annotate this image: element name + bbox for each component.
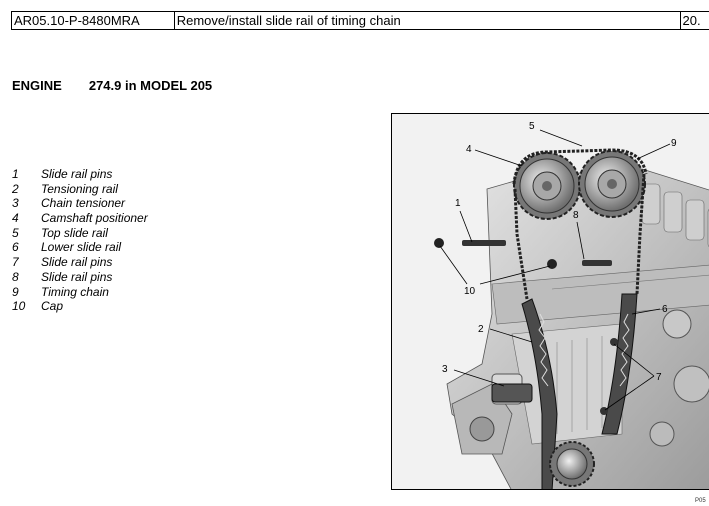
legend-item: 1 Slide rail pins	[12, 167, 148, 182]
timing-chain-top	[512, 148, 648, 185]
legend-number: 4	[12, 211, 19, 226]
callout-10: 10	[464, 286, 476, 297]
document-title: Remove/install slide rail of timing chai…	[175, 12, 681, 29]
legend-item: 8 Slide rail pins	[12, 270, 148, 285]
engine-line: ENGINE 274.9 in MODEL 205	[12, 78, 212, 93]
legend-item: 7 Slide rail pins	[12, 255, 148, 270]
legend-text: Slide rail pins	[41, 269, 113, 284]
callout-2: 2	[478, 324, 484, 335]
legend-number: 2	[12, 181, 19, 196]
legend-number: 3	[12, 196, 19, 211]
legend-text: Slide rail pins	[41, 255, 113, 270]
chain-tensioner	[491, 383, 533, 403]
legend-item: 3 Chain tensioner	[12, 196, 148, 211]
callout-6: 6	[662, 304, 668, 315]
camshaft-sprockets	[513, 150, 646, 220]
callout-4: 4	[466, 144, 472, 155]
legend-text: Cap	[41, 299, 64, 314]
engine-illustration: 5 4 9 1 8 10 2 6 3 7	[391, 113, 709, 490]
legend-text: Lower slide rail	[41, 240, 122, 255]
document-date: 20.	[682, 13, 701, 28]
legend-text: Camshaft positioner	[41, 211, 148, 226]
legend-text: Slide rail pins	[41, 167, 113, 181]
legend-item: 9 Timing chain	[12, 285, 148, 300]
legend-text: Timing chain	[41, 284, 109, 299]
callout-9: 9	[671, 138, 677, 149]
engine-drawing: 5 4 9 1 8 10 2 6 3 7	[434, 121, 709, 489]
callout-7: 7	[656, 372, 662, 383]
legend-text: Chain tensioner	[41, 196, 126, 211]
legend-text: Tensioning rail	[41, 181, 118, 196]
legend-number: 7	[12, 255, 19, 270]
legend-item: 2 Tensioning rail	[12, 182, 148, 197]
engine-label: ENGINE	[12, 78, 62, 93]
legend-number: 10	[12, 299, 26, 314]
header-table: AR05.10-P-8480MRA Remove/install slide r…	[11, 11, 709, 30]
legend-item: 6 Lower slide rail	[12, 240, 148, 255]
legend-item: 4 Camshaft positioner	[12, 211, 148, 226]
figure-code: P05	[695, 498, 706, 504]
engine-model: 274.9 in MODEL 205	[88, 78, 213, 93]
figure-callouts: 5 4 9 1 8 10 2 6 3 7	[442, 121, 677, 383]
legend-item: 10 Cap	[12, 299, 148, 314]
legend-number: 5	[12, 225, 19, 240]
legend-number: 6	[12, 240, 19, 255]
legend-number: 9	[12, 284, 19, 299]
legend-text: Top slide rail	[41, 225, 108, 240]
legend-item: 5 Top slide rail	[12, 226, 148, 241]
legend-number: 8	[12, 269, 19, 284]
document-id: AR05.10-P-8480MRA	[12, 12, 175, 29]
callout-5: 5	[529, 121, 535, 132]
callout-1: 1	[455, 198, 461, 209]
legend-number: 1	[12, 167, 19, 181]
callout-8: 8	[573, 210, 579, 221]
tensioning-rail	[521, 298, 558, 489]
callout-3: 3	[442, 364, 448, 375]
